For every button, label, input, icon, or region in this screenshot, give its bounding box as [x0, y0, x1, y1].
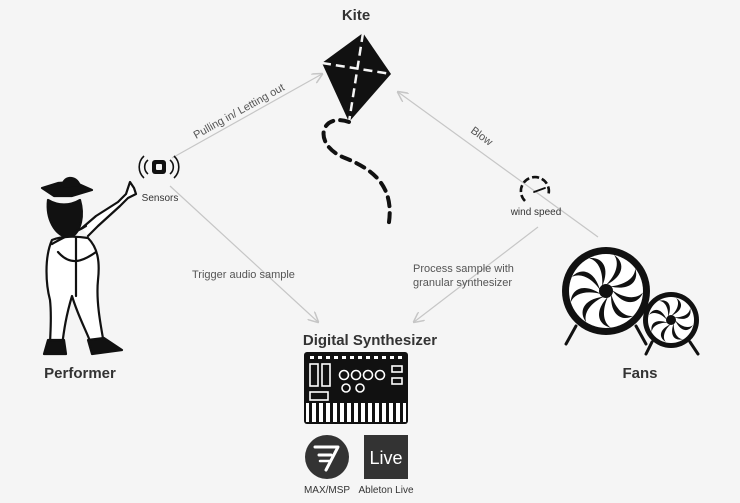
edge-label-process-1: Process sample with	[413, 263, 514, 275]
arrow-fans-to-kite	[398, 92, 599, 238]
edge-label-blow: Blow	[468, 125, 494, 149]
max-msp-label: MAX/MSP	[304, 485, 350, 496]
edge-label-pulling: Pulling in/ Letting out	[192, 82, 287, 142]
synth-title: Digital Synthesizer	[303, 332, 437, 349]
ableton-live-label: Ableton Live	[358, 485, 413, 496]
kite-icon	[321, 32, 392, 230]
fan-icon	[562, 247, 700, 356]
wind-speed-gauge-icon	[519, 175, 551, 202]
edge-label-trigger: Trigger audio sample	[192, 269, 295, 281]
synthesizer-icon	[304, 352, 408, 424]
ableton-logo-text: Live	[369, 448, 402, 468]
performer-figure	[40, 176, 138, 356]
wind-speed-label: wind speed	[510, 207, 562, 218]
kite-title: Kite	[342, 7, 370, 24]
ableton-live-logo-icon: Live	[364, 435, 408, 479]
edge-label-process-2: granular synthesizer	[413, 277, 512, 289]
max-msp-logo-icon	[305, 435, 349, 479]
sensor-icon	[138, 155, 180, 179]
arrow-sensors-to-kite	[171, 74, 322, 159]
sensors-label: Sensors	[142, 193, 179, 204]
performer-title: Performer	[44, 365, 116, 382]
fans-title: Fans	[622, 365, 657, 382]
arrow-sensors-to-synth	[169, 185, 318, 322]
arrow-wind-to-synth	[414, 226, 539, 322]
